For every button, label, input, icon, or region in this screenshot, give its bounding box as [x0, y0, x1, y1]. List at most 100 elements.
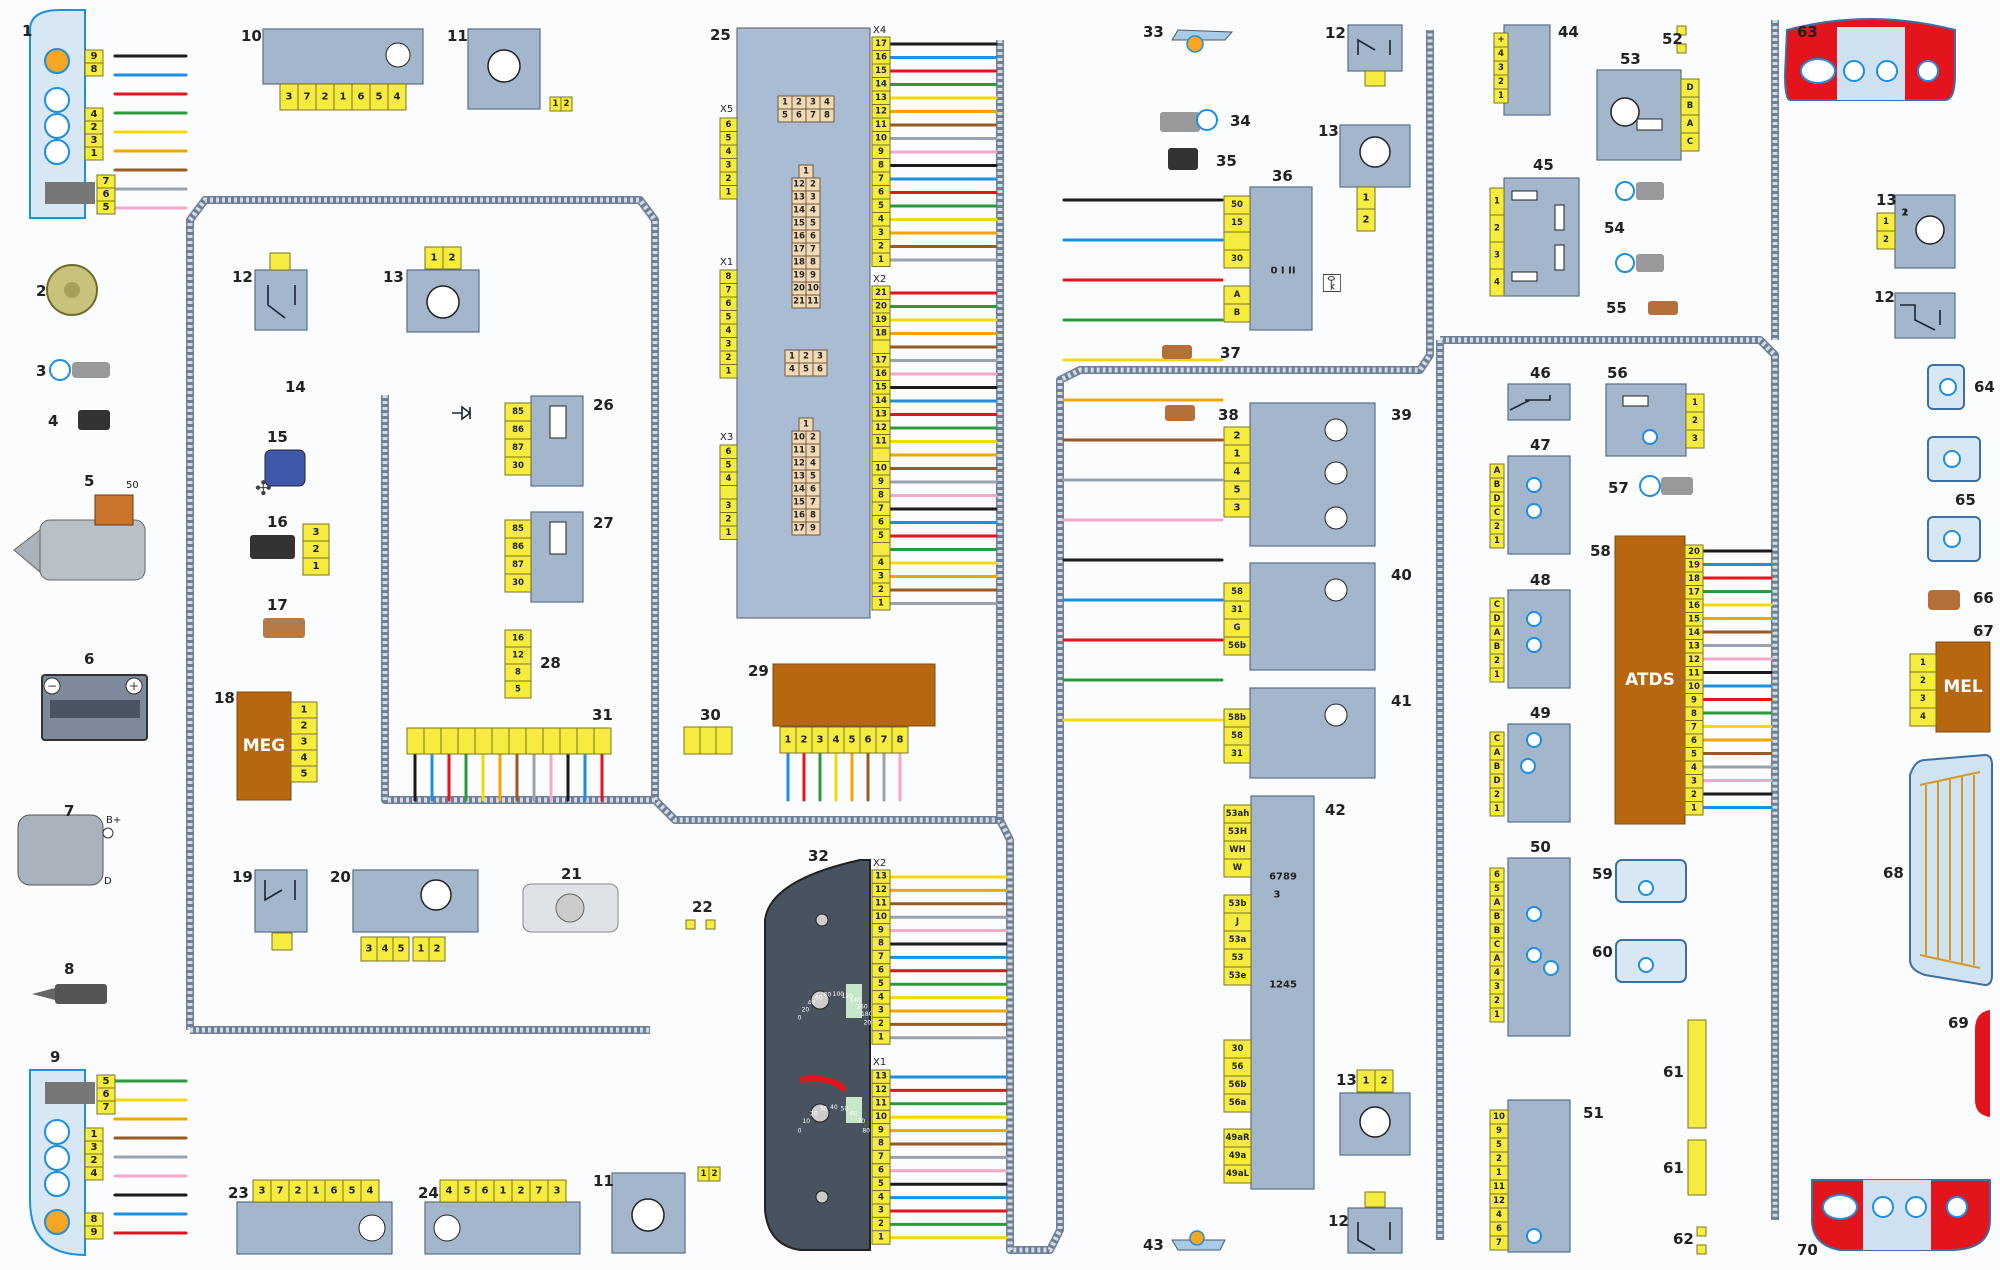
component-34-sensor[interactable]: [1160, 109, 1218, 132]
component-59-lamp-switch[interactable]: [1615, 859, 1687, 903]
component-15-fan[interactable]: ✣: [255, 449, 306, 500]
pin-label: 19: [875, 315, 887, 325]
label-8: 8: [64, 960, 74, 978]
component-46-switch[interactable]: [1507, 383, 1571, 421]
plug-label: 17: [793, 245, 805, 255]
plug-label: 6: [810, 232, 816, 242]
component-55-sensor[interactable]: [1648, 301, 1678, 315]
component-2-horn[interactable]: [46, 264, 98, 316]
component-43-lamp[interactable]: [1171, 1230, 1226, 1251]
component-33-lamp[interactable]: [1171, 29, 1234, 53]
component-5-starter[interactable]: [13, 494, 146, 581]
plug-label: 3: [810, 98, 816, 108]
component-54-lamps[interactable]: [1615, 181, 1664, 273]
component-64-lamp[interactable]: [1927, 364, 1965, 410]
component-12-switch-lower[interactable]: [1347, 1191, 1403, 1254]
component-42-column-switch[interactable]: 53ah53HWHW53bJ53a5353e305656b56a49aR49a4…: [1223, 795, 1315, 1190]
pin-label: 3: [1494, 251, 1500, 261]
component-19-switch[interactable]: [254, 869, 308, 951]
component-63-tail-lamp[interactable]: [1783, 18, 1956, 101]
component-68-rear-window-heater[interactable]: [1909, 753, 1993, 987]
component-12-switch-upper[interactable]: [1347, 24, 1403, 87]
component-37-sensor[interactable]: [1162, 345, 1192, 359]
component-60-lamp-switch[interactable]: [1615, 939, 1687, 983]
component-12-switch[interactable]: [254, 252, 308, 331]
component-6-battery[interactable]: − +: [41, 674, 148, 741]
component-13-motor-upper[interactable]: 12: [1339, 124, 1411, 232]
component-31-connector[interactable]: [406, 727, 612, 755]
component-35-switch[interactable]: [1168, 148, 1198, 170]
component-25-fuse-relay-block[interactable]: X5654321X187654321X3654321X4171615141312…: [719, 25, 891, 619]
connector-pin: [1223, 966, 1252, 986]
pin-label: 15: [875, 382, 887, 392]
pin-label: 4: [1494, 278, 1500, 288]
component-30-connector[interactable]: [683, 726, 733, 755]
component-69-brake-light[interactable]: [1975, 1010, 1990, 1117]
label-52: 52: [1662, 30, 1683, 48]
speed-tick: 80: [824, 992, 832, 999]
component-52-terminals[interactable]: [1676, 25, 1687, 54]
component-16-sensor[interactable]: 321: [250, 523, 330, 576]
component-21-horn-sensor[interactable]: [522, 883, 619, 933]
component-62-terminals[interactable]: [1696, 1226, 1707, 1255]
component-56-block[interactable]: 123: [1605, 383, 1705, 457]
pin-label: 3: [1498, 63, 1504, 73]
component-57-lamp[interactable]: [1639, 475, 1693, 497]
pin-label: 4: [1920, 712, 1926, 722]
pin-label: 58b: [1228, 713, 1246, 723]
component-66-sensor[interactable]: [1928, 590, 1960, 610]
component-12-switch-right[interactable]: [1894, 292, 1956, 339]
plug-label: 4: [810, 206, 816, 216]
pin-label: 31: [1231, 749, 1243, 759]
pin-label: A: [1494, 466, 1501, 476]
pin-label: 5: [726, 312, 732, 322]
component-7-generator[interactable]: [17, 814, 114, 886]
component-4-switch[interactable]: [78, 410, 110, 430]
component-3-sensor[interactable]: [49, 359, 110, 381]
component-22-terminals[interactable]: [685, 919, 716, 930]
component-8-sensor[interactable]: [32, 984, 107, 1004]
pin-label: 4: [367, 1186, 374, 1197]
component-61-connector-a[interactable]: [1687, 1019, 1707, 1129]
connector-pin: [84, 62, 104, 77]
component-70-tail-lamp[interactable]: [1811, 1179, 1991, 1251]
pin-label: 5: [849, 735, 856, 746]
component-61-connector-b[interactable]: [1687, 1139, 1707, 1196]
component-65-lamps[interactable]: [1927, 436, 1981, 562]
component-38-sensor[interactable]: [1165, 405, 1195, 421]
connector-pin: [1223, 303, 1251, 323]
connector-pin: [1684, 801, 1704, 816]
component-17-sensor[interactable]: [263, 618, 305, 638]
